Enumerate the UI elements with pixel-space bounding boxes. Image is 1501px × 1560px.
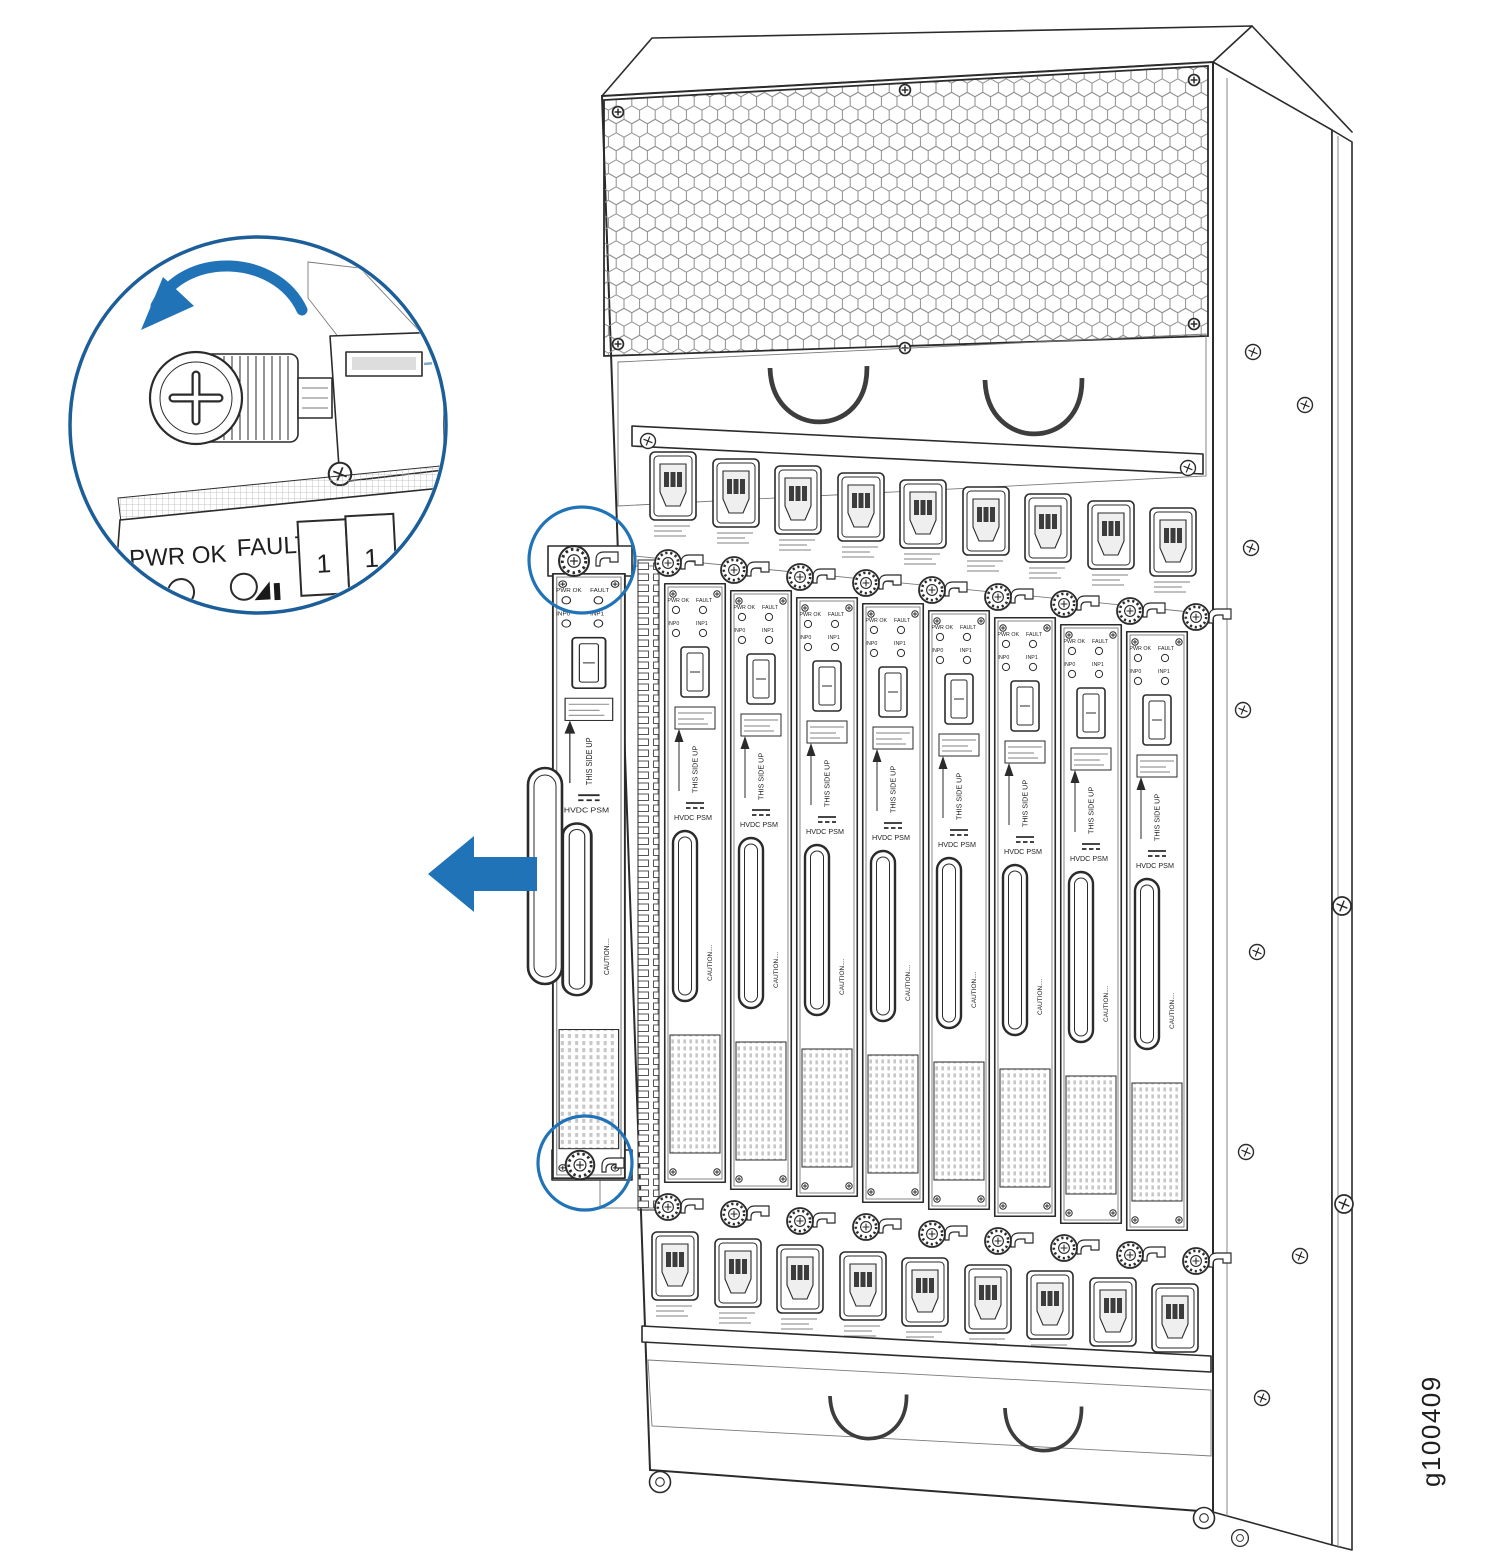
captive-thumbscrew[interactable] <box>983 1226 1013 1256</box>
captive-thumbscrew[interactable] <box>1049 1233 1079 1263</box>
top-thumbscrew-highlight-circle <box>527 505 637 615</box>
top-bracket-bar <box>631 425 1204 477</box>
psm-module[interactable] <box>1127 632 1188 1231</box>
pull-direction-arrow <box>428 836 537 912</box>
captive-thumbscrew[interactable] <box>1115 1240 1145 1270</box>
inset-slot-number-right: 1 <box>364 543 380 574</box>
psm-module[interactable] <box>995 618 1056 1217</box>
phillips-cross-fill <box>170 372 222 424</box>
chassis <box>599 25 1354 1551</box>
captive-thumbscrew[interactable] <box>917 575 947 605</box>
psm-module[interactable] <box>863 604 924 1203</box>
chassis-foot <box>1230 1528 1250 1548</box>
bottom-captive-thumbscrew[interactable] <box>564 1149 596 1181</box>
top-captive-thumbscrew[interactable] <box>557 544 591 578</box>
captive-thumbscrew[interactable] <box>653 1192 683 1222</box>
inset-fault-led <box>229 572 258 601</box>
figure-code-label: g100409 <box>1416 1375 1446 1487</box>
captive-thumbscrew[interactable] <box>983 582 1013 612</box>
removed-psm-module[interactable] <box>526 505 637 1212</box>
captive-thumbscrew[interactable] <box>719 1199 749 1229</box>
captive-thumbscrew[interactable] <box>1181 1246 1211 1276</box>
captive-thumbscrew[interactable] <box>1115 596 1145 626</box>
captive-thumbscrew[interactable] <box>785 562 815 592</box>
captive-thumbscrew[interactable] <box>1181 602 1211 632</box>
slot-gasket-strip <box>637 559 660 1211</box>
psm-module[interactable] <box>731 591 792 1190</box>
inset-slot-number-left: 1 <box>316 548 332 579</box>
psm-module[interactable] <box>929 611 990 1210</box>
thumbscrew-detail-inset: PWR OK FAULT 1 1 <box>68 235 448 615</box>
thumbscrew-face-inner <box>159 361 233 435</box>
chassis-foot <box>648 1470 672 1494</box>
lower-mesh-panel <box>647 1359 1212 1457</box>
chassis-lid-edge <box>1251 25 1353 133</box>
psm-module[interactable] <box>797 598 858 1197</box>
upper-mesh-panel <box>617 333 1207 507</box>
captive-thumbscrew[interactable] <box>785 1206 815 1236</box>
inset-pwr-ok-label: PWR OK <box>129 541 228 573</box>
inset-thumbscrew[interactable] <box>148 350 333 446</box>
inset-latch-slot-opening <box>352 357 416 370</box>
psm-module[interactable] <box>1061 625 1122 1224</box>
captive-thumbscrew[interactable] <box>719 555 749 585</box>
honeycomb-vent-panel <box>603 65 1209 357</box>
captive-thumbscrew[interactable] <box>851 1212 881 1242</box>
captive-thumbscrew[interactable] <box>1049 589 1079 619</box>
psm-module[interactable] <box>665 584 726 1183</box>
bottom-bracket-bar <box>641 1325 1212 1373</box>
alignment-dashed-line <box>423 358 444 366</box>
chassis-foot <box>1192 1506 1216 1530</box>
psm-module-removed[interactable] <box>553 574 625 1178</box>
rotation-arrow-head <box>141 277 194 330</box>
captive-thumbscrew[interactable] <box>653 548 683 578</box>
captive-thumbscrew[interactable] <box>851 568 881 598</box>
inset-input-glyph-triangle <box>254 581 271 601</box>
inset-input-glyph-bar <box>273 582 281 601</box>
captive-thumbscrew[interactable] <box>917 1219 947 1249</box>
chassis-side-flange <box>1331 129 1353 1551</box>
inset-border-circle <box>68 235 448 615</box>
shaft-threads <box>302 387 328 409</box>
chassis-side-panel <box>1212 61 1333 1546</box>
bottom-thumbscrew-highlight-circle <box>536 1114 634 1212</box>
